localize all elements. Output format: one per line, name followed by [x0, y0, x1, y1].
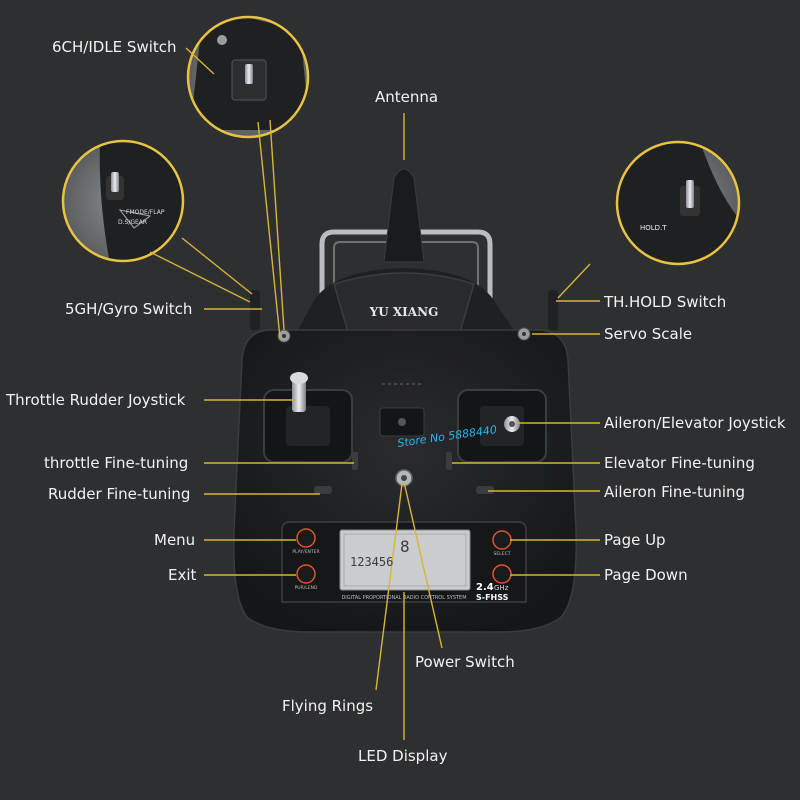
inset-th-hold — [617, 142, 739, 264]
label-flying-rings: Flying Rings — [282, 697, 374, 715]
label-servo-scale: Servo Scale — [604, 325, 693, 343]
btn-menu-text: PLAY/ENTER — [292, 549, 319, 555]
label-gyro-switch: 5GH/Gyro Switch — [65, 300, 193, 318]
inset-gyro-text1: FMODE/FLAP — [126, 209, 165, 216]
label-menu: Menu — [154, 531, 196, 549]
lcd-digits: 123456 — [350, 555, 393, 569]
label-exit: Exit — [168, 566, 197, 584]
leader-lines — [149, 47, 600, 740]
inset-6ch-idle — [188, 17, 308, 137]
label-power-switch: Power Switch — [415, 653, 515, 671]
band-unit-text: GHz — [494, 584, 509, 592]
tech-text: S-FHSS — [476, 593, 509, 602]
label-rudder-fine-tuning: Rudder Fine-tuning — [48, 485, 191, 503]
inset-gyro — [63, 141, 183, 261]
antenna-shape — [383, 168, 425, 263]
label-throttle-rudder-joystick: Throttle Rudder Joystick — [6, 391, 186, 409]
lcd-screen — [339, 529, 471, 591]
band-text: 2.4 — [476, 582, 494, 593]
lcd-value: 8 — [400, 537, 410, 556]
label-page-down: Page Down — [604, 566, 688, 584]
panel-text: DIGITAL PROPORTIONAL RADIO CONTROL SYSTE… — [341, 595, 466, 601]
label-throttle-fine-tuning: throttle Fine-tuning — [44, 454, 189, 472]
btn-exit-text: PUR/LEND — [295, 585, 318, 591]
label-6ch-idle-switch: 6CH/IDLE Switch — [52, 38, 177, 56]
label-antenna: Antenna — [375, 88, 439, 106]
label-elevator-fine-tuning: Elevator Fine-tuning — [604, 454, 755, 472]
label-aileron-elevator-joystick: Aileron/Elevator Joystick — [604, 414, 786, 432]
label-page-up: Page Up — [604, 531, 666, 549]
btn-up-text: SELECT — [494, 551, 511, 557]
inset-hold-text: HOLD.T — [640, 224, 667, 232]
brand-text: YU XIANG — [369, 305, 439, 319]
inset-gyro-text2: D.S/GEAR — [118, 219, 147, 226]
label-th-hold-switch: TH.HOLD Switch — [604, 293, 727, 311]
label-aileron-fine-tuning: Aileron Fine-tuning — [604, 483, 746, 501]
label-led-display: LED Display — [358, 747, 448, 765]
